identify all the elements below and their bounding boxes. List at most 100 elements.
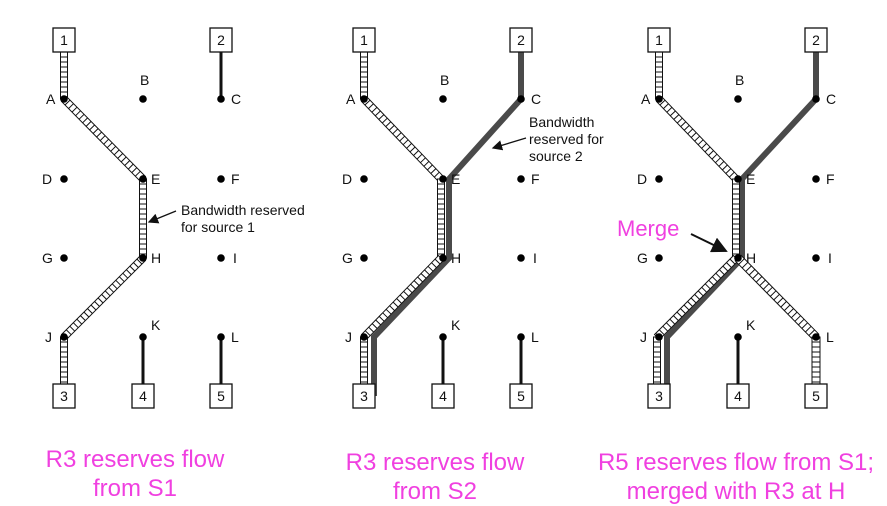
host-label-4: 4 <box>439 388 447 404</box>
reservation-s2-path <box>664 40 819 396</box>
annotation-arrow <box>147 210 177 224</box>
merge-label: Merge <box>617 216 679 241</box>
router-label-i: I <box>533 250 537 266</box>
caption-panel-1: R3 reserves flow from S1 <box>20 445 250 503</box>
router-node-d <box>60 175 68 183</box>
host-box-2 <box>209 27 233 53</box>
host-label-3: 3 <box>60 388 68 404</box>
router-label-c: C <box>531 91 541 107</box>
router-label-d: D <box>342 171 352 187</box>
caption-panel-2-line2: from S2 <box>392 478 478 505</box>
router-label-e: E <box>151 171 160 187</box>
router-label-j: J <box>640 329 647 345</box>
router-label-a: A <box>46 91 56 107</box>
host-box-5 <box>804 383 828 409</box>
caption-panel-3-line1: R5 reserves flow from S1; <box>597 449 875 476</box>
host-box-1 <box>647 27 671 53</box>
router-node-l <box>812 333 820 341</box>
router-node-l <box>217 333 225 341</box>
router-node-j <box>60 333 68 341</box>
router-node-k <box>734 333 742 341</box>
router-node-k <box>439 333 447 341</box>
caption-panel-3-line2: merged with R3 at H <box>626 478 846 505</box>
annotation-arrow <box>491 137 527 151</box>
caption-panel-2-line1: R3 reserves flow <box>345 449 525 476</box>
router-node-j <box>360 333 368 341</box>
host-label-3: 3 <box>360 388 368 404</box>
router-label-k: K <box>746 317 756 333</box>
reservation-s1-1-a <box>60 51 68 100</box>
router-label-d: D <box>637 171 647 187</box>
router-node-l <box>517 333 525 341</box>
host-box-1 <box>52 27 76 53</box>
caption-panel-2: R3 reserves flow from S2 <box>320 448 550 506</box>
router-label-g: G <box>637 250 648 266</box>
host-box-5 <box>509 383 533 409</box>
router-label-l: L <box>826 329 834 345</box>
router-node-f <box>517 175 525 183</box>
bandwidth-note-line-1: Bandwidth reserved <box>181 202 305 218</box>
router-label-i: I <box>233 250 237 266</box>
router-node-a <box>60 95 68 103</box>
router-label-l: L <box>231 329 239 345</box>
host-label-1: 1 <box>655 32 663 48</box>
router-label-g: G <box>342 250 353 266</box>
router-label-h: H <box>746 250 756 266</box>
router-node-b <box>734 95 742 103</box>
router-label-k: K <box>451 317 461 333</box>
reservation-s1-j-3 <box>60 336 68 385</box>
host-label-4: 4 <box>139 388 147 404</box>
host-label-5: 5 <box>812 388 820 404</box>
router-label-a: A <box>641 91 651 107</box>
reservation-s1-e-h <box>732 178 740 259</box>
router-node-b <box>439 95 447 103</box>
router-label-f: F <box>826 171 835 187</box>
host-box-5 <box>209 383 233 409</box>
router-node-e <box>734 175 742 183</box>
bandwidth-note-line-2: reserved for <box>529 131 604 147</box>
router-node-a <box>360 95 368 103</box>
host-box-2 <box>509 27 533 53</box>
router-node-g <box>60 254 68 262</box>
router-label-l: L <box>531 329 539 345</box>
router-label-j: J <box>345 329 352 345</box>
host-box-2 <box>804 27 828 53</box>
router-label-g: G <box>42 250 53 266</box>
router-node-d <box>360 175 368 183</box>
router-node-e <box>439 175 447 183</box>
reservation-s1-e-h <box>139 178 147 259</box>
router-label-a: A <box>346 91 356 107</box>
merge-arrow <box>690 233 728 253</box>
router-node-f <box>217 175 225 183</box>
router-label-e: E <box>451 171 460 187</box>
router-label-b: B <box>440 72 449 88</box>
host-label-2: 2 <box>217 32 225 48</box>
router-node-i <box>217 254 225 262</box>
router-label-f: F <box>531 171 540 187</box>
router-node-c <box>517 95 525 103</box>
reservation-s1-h-j <box>360 254 445 341</box>
host-box-3 <box>647 383 671 409</box>
caption-panel-3: R5 reserves flow from S1; merged with R3… <box>588 448 884 506</box>
bandwidth-note-line-2: for source 1 <box>181 219 255 235</box>
router-node-e <box>139 175 147 183</box>
host-label-3: 3 <box>655 388 663 404</box>
reservation-s1-h-j <box>60 254 147 341</box>
host-box-3 <box>52 383 76 409</box>
router-node-f <box>812 175 820 183</box>
reservation-s1-1-a <box>360 51 368 100</box>
host-label-5: 5 <box>217 388 225 404</box>
router-node-g <box>655 254 663 262</box>
reservation-s1-e-h <box>437 178 445 259</box>
reservation-s1-a-e <box>655 95 740 183</box>
reservation-s1-j-3 <box>360 336 368 385</box>
router-node-i <box>812 254 820 262</box>
router-label-f: F <box>231 171 240 187</box>
router-label-c: C <box>826 91 836 107</box>
host-label-2: 2 <box>517 32 525 48</box>
router-node-b <box>139 95 147 103</box>
